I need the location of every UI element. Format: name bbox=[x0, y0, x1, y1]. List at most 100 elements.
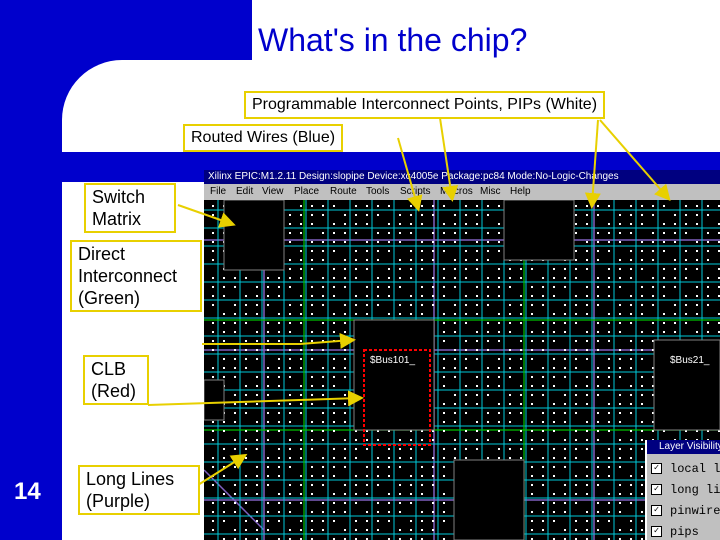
pip bbox=[641, 385, 643, 387]
chip-layout-canvas[interactable]: $Bus101_ $Bus21_ bbox=[204, 200, 720, 540]
pip bbox=[597, 475, 599, 477]
pip bbox=[432, 502, 434, 504]
window-titlebar[interactable]: Xilinx EPIC:M1.2.11 Design:slopipe Devic… bbox=[204, 170, 720, 184]
pip bbox=[641, 250, 643, 252]
pip bbox=[278, 430, 280, 432]
pip-grid bbox=[212, 205, 720, 540]
pip bbox=[564, 367, 566, 369]
pip bbox=[619, 394, 621, 396]
pip bbox=[465, 340, 467, 342]
pip bbox=[575, 502, 577, 504]
pip bbox=[432, 232, 434, 234]
pip bbox=[498, 448, 500, 450]
pip bbox=[212, 367, 214, 369]
pip bbox=[344, 304, 346, 306]
pip bbox=[652, 277, 654, 279]
pip bbox=[674, 286, 676, 288]
pip bbox=[443, 448, 445, 450]
pip bbox=[256, 340, 258, 342]
checkbox-icon[interactable]: ✓ bbox=[651, 484, 662, 496]
pip bbox=[333, 502, 335, 504]
layer-visibility-panel: Layer Visibility ✓local lin ✓long line ✓… bbox=[645, 440, 720, 540]
layer-row-long[interactable]: ✓long line bbox=[651, 483, 720, 503]
pip bbox=[630, 223, 632, 225]
pip bbox=[234, 493, 236, 495]
pip bbox=[498, 205, 500, 207]
pip bbox=[608, 241, 610, 243]
menu-tools[interactable]: Tools bbox=[366, 186, 390, 197]
pip bbox=[267, 340, 269, 342]
menu-place[interactable]: Place bbox=[294, 186, 320, 197]
pip bbox=[487, 367, 489, 369]
pip bbox=[509, 268, 511, 270]
pip bbox=[322, 286, 324, 288]
pip bbox=[707, 259, 709, 261]
pip bbox=[608, 286, 610, 288]
pip bbox=[366, 439, 368, 441]
pip bbox=[531, 331, 533, 333]
pip bbox=[311, 430, 313, 432]
layer-row-pinwires[interactable]: ✓pinwires bbox=[651, 504, 720, 524]
pip bbox=[388, 430, 390, 432]
pip bbox=[630, 412, 632, 414]
pip bbox=[498, 250, 500, 252]
pip bbox=[443, 367, 445, 369]
pip bbox=[432, 259, 434, 261]
pip bbox=[234, 286, 236, 288]
pip bbox=[212, 466, 214, 468]
pip bbox=[608, 376, 610, 378]
pip bbox=[212, 295, 214, 297]
menu-misc[interactable]: Misc bbox=[480, 186, 501, 197]
pip bbox=[256, 394, 258, 396]
pip bbox=[476, 331, 478, 333]
pip bbox=[520, 268, 522, 270]
pip bbox=[267, 331, 269, 333]
layer-row-pips[interactable]: ✓pips bbox=[651, 525, 699, 540]
pip bbox=[718, 241, 720, 243]
pip bbox=[322, 394, 324, 396]
pip bbox=[575, 367, 577, 369]
bus21-label: $Bus21_ bbox=[670, 355, 710, 366]
menu-view[interactable]: View bbox=[262, 186, 284, 197]
pip bbox=[531, 286, 533, 288]
menu-file[interactable]: File bbox=[210, 186, 227, 197]
pip bbox=[267, 520, 269, 522]
checkbox-icon[interactable]: ✓ bbox=[651, 463, 662, 475]
pip bbox=[344, 394, 346, 396]
menu-route[interactable]: Route bbox=[330, 186, 357, 197]
menu-scripts[interactable]: Scripts bbox=[400, 186, 431, 197]
pip bbox=[619, 268, 621, 270]
pip bbox=[597, 430, 599, 432]
pip bbox=[465, 304, 467, 306]
pip bbox=[465, 214, 467, 216]
layer-visibility-title[interactable]: Layer Visibility bbox=[647, 440, 720, 454]
pip bbox=[344, 322, 346, 324]
pip bbox=[575, 295, 577, 297]
pip bbox=[289, 304, 291, 306]
checkbox-icon[interactable]: ✓ bbox=[651, 505, 662, 517]
pip bbox=[377, 250, 379, 252]
pip bbox=[267, 394, 269, 396]
pip bbox=[300, 448, 302, 450]
pip bbox=[707, 430, 709, 432]
pip bbox=[487, 412, 489, 414]
pip bbox=[234, 412, 236, 414]
pip bbox=[333, 448, 335, 450]
pip bbox=[333, 295, 335, 297]
pip bbox=[278, 403, 280, 405]
pip bbox=[575, 214, 577, 216]
menu-help[interactable]: Help bbox=[510, 186, 531, 197]
pip bbox=[399, 277, 401, 279]
pip bbox=[443, 223, 445, 225]
pip bbox=[520, 295, 522, 297]
checkbox-icon[interactable]: ✓ bbox=[651, 526, 662, 538]
pip bbox=[553, 313, 555, 315]
pip bbox=[377, 529, 379, 531]
pip bbox=[267, 484, 269, 486]
pip bbox=[234, 322, 236, 324]
menu-edit[interactable]: Edit bbox=[236, 186, 254, 197]
pip bbox=[454, 214, 456, 216]
pip bbox=[553, 331, 555, 333]
layer-row-local[interactable]: ✓local lin bbox=[651, 462, 720, 482]
pip bbox=[630, 538, 632, 540]
